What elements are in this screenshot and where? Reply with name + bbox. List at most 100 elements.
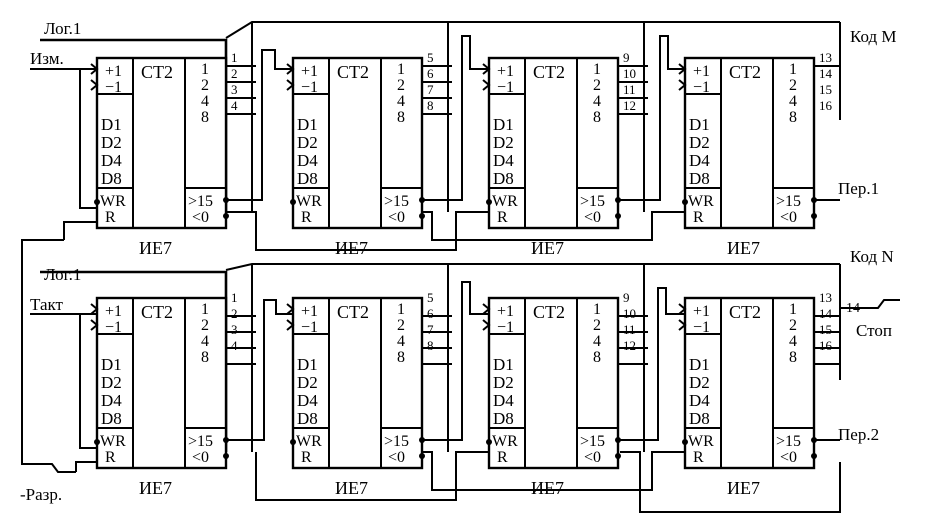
weight-label: 2 <box>789 317 797 334</box>
counter-type-label: CT2 <box>337 62 369 82</box>
data-input-label: D1 <box>101 115 122 134</box>
clock-mark <box>678 319 687 331</box>
data-input-label: D4 <box>297 151 318 170</box>
bottom-log-label: Лог.1 <box>44 265 81 284</box>
weight-label: 4 <box>201 333 209 350</box>
data-input-label: D1 <box>297 355 318 374</box>
junction-dot <box>682 439 688 445</box>
borrow-label: <0 <box>584 449 601 466</box>
data-input-label: D1 <box>297 115 318 134</box>
clock-mark <box>286 79 295 91</box>
clock-mark <box>482 63 491 75</box>
borrow-label: <0 <box>192 449 209 466</box>
bit-number: 15 <box>819 82 832 97</box>
part-number-label: ИЕ7 <box>531 238 564 258</box>
counter-body <box>683 296 816 470</box>
wr-label: WR <box>492 193 518 210</box>
r-label: R <box>693 449 704 466</box>
carry-label: >15 <box>384 193 409 210</box>
r-label: R <box>693 209 704 226</box>
junction-dot <box>811 197 817 203</box>
counter-body <box>95 56 228 230</box>
data-input-label: D2 <box>493 133 514 152</box>
up-input-label: +1 <box>301 63 318 80</box>
up-input-label: +1 <box>497 303 514 320</box>
weight-label: 2 <box>397 77 405 94</box>
r-label: R <box>497 449 508 466</box>
weight-label: 2 <box>593 77 601 94</box>
bit-number: 8 <box>427 98 434 113</box>
part-number-label: ИЕ7 <box>727 478 760 498</box>
data-input-label: D2 <box>689 133 710 152</box>
counter-type-label: CT2 <box>533 62 565 82</box>
bit-number: 11 <box>623 322 636 337</box>
counter-body <box>291 56 424 230</box>
weight-label: 1 <box>789 61 797 78</box>
wr-label: WR <box>688 193 714 210</box>
carry-label: >15 <box>776 193 801 210</box>
bit-number: 16 <box>819 338 833 353</box>
clock-mark <box>482 319 491 331</box>
top-input-label: Изм. <box>30 49 64 68</box>
wr-label: WR <box>296 193 322 210</box>
part-number-label: ИЕ7 <box>139 478 172 498</box>
bit-number: 2 <box>231 66 238 81</box>
bit-number: 10 <box>623 66 636 81</box>
junction-dot <box>811 437 817 443</box>
r-label: R <box>301 449 312 466</box>
junction-dot <box>223 453 229 459</box>
part-number-label: ИЕ7 <box>335 478 368 498</box>
junction-dot <box>290 199 296 205</box>
data-input-label: D8 <box>101 409 122 428</box>
weight-label: 2 <box>789 77 797 94</box>
r-label: R <box>105 449 116 466</box>
r-label: R <box>301 209 312 226</box>
junction-dot <box>94 439 100 445</box>
down-input-label: −1 <box>105 79 122 96</box>
wr-label: WR <box>100 433 126 450</box>
bit-number: 15 <box>819 322 832 337</box>
bit-number: 5 <box>427 290 434 305</box>
clock-mark <box>90 319 99 331</box>
bit-number: 1 <box>231 290 238 305</box>
bottom-overflow-label: Пер.2 <box>838 425 879 444</box>
data-input-label: D2 <box>297 133 318 152</box>
data-input-label: D1 <box>689 355 710 374</box>
part-number-label: ИЕ7 <box>335 238 368 258</box>
junction-dot <box>486 439 492 445</box>
bit-number: 9 <box>623 290 630 305</box>
weight-label: 4 <box>397 333 405 350</box>
down-input-label: −1 <box>693 79 710 96</box>
data-input-label: D8 <box>297 409 318 428</box>
bit-number: 2 <box>231 306 238 321</box>
down-input-label: −1 <box>693 319 710 336</box>
data-input-label: D2 <box>101 133 122 152</box>
wr-label: WR <box>492 433 518 450</box>
clock-mark <box>286 303 295 315</box>
junction-dot <box>419 453 425 459</box>
data-input-label: D8 <box>493 409 514 428</box>
carry-label: >15 <box>188 433 213 450</box>
junction-dot <box>486 199 492 205</box>
junction-dot <box>419 197 425 203</box>
bit-number: 11 <box>623 82 636 97</box>
carry-label: >15 <box>580 193 605 210</box>
weight-label: 8 <box>789 349 797 366</box>
junction-dot <box>223 437 229 443</box>
weight-label: 2 <box>201 317 209 334</box>
bit-number: 8 <box>427 338 434 353</box>
weight-label: 4 <box>789 333 797 350</box>
top-overflow-label: Пер.1 <box>838 179 879 198</box>
top-log-label: Лог.1 <box>44 19 81 38</box>
bit-number: 12 <box>623 98 636 113</box>
data-input-label: D2 <box>689 373 710 392</box>
junction-dot <box>682 199 688 205</box>
weight-label: 4 <box>593 93 601 110</box>
data-input-label: D1 <box>493 115 514 134</box>
down-input-label: −1 <box>497 319 514 336</box>
part-number-label: ИЕ7 <box>727 238 760 258</box>
junction-dot <box>615 197 621 203</box>
